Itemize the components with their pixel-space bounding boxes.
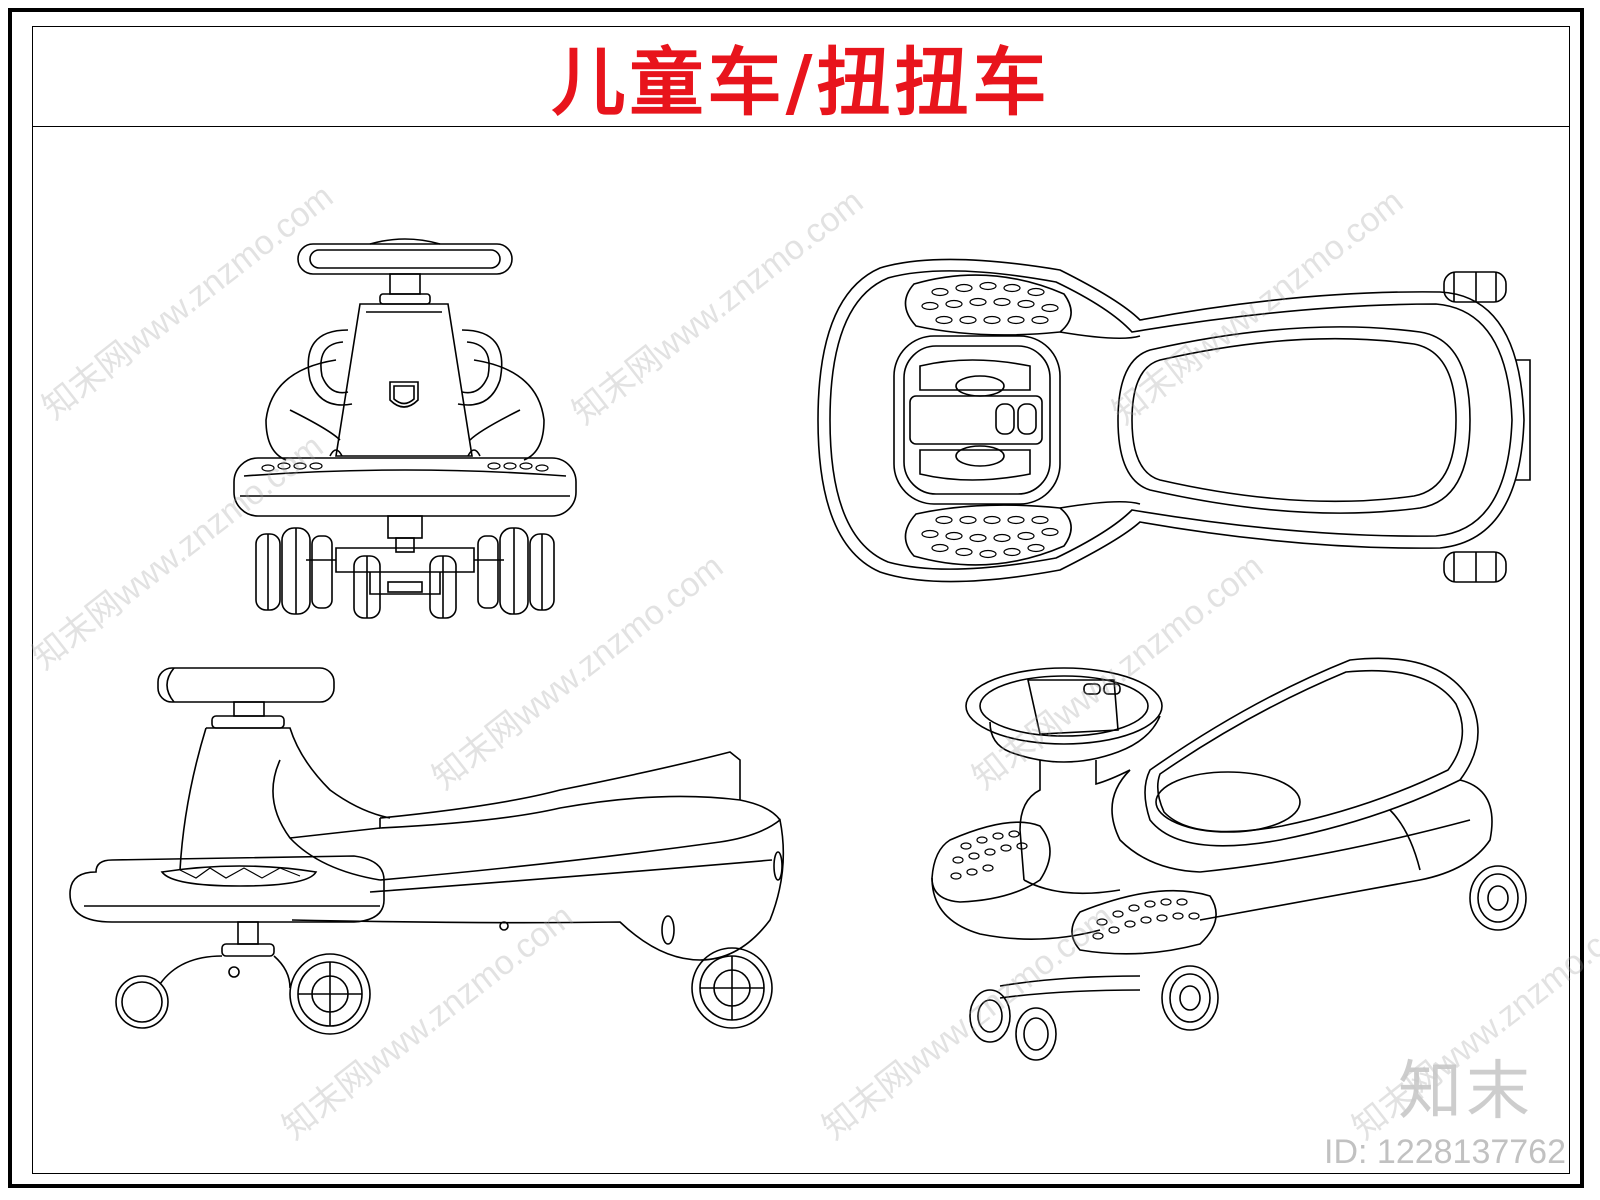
title-bar: 儿童车/扭扭车 bbox=[33, 27, 1569, 127]
front-view bbox=[233, 238, 577, 619]
side-view bbox=[69, 667, 785, 1035]
drawing-title: 儿童车/扭扭车 bbox=[551, 40, 1051, 126]
brand-logo-text: 知末 bbox=[1398, 1055, 1534, 1129]
front-view-wheels bbox=[255, 527, 555, 619]
image-id: ID: 1228137762 bbox=[1324, 1133, 1566, 1171]
drawing-frame: 儿童车/扭扭车 bbox=[32, 26, 1570, 1174]
drawing-sheet-border bbox=[8, 8, 1584, 1188]
top-view bbox=[817, 258, 1531, 583]
isometric-view bbox=[931, 657, 1527, 1061]
